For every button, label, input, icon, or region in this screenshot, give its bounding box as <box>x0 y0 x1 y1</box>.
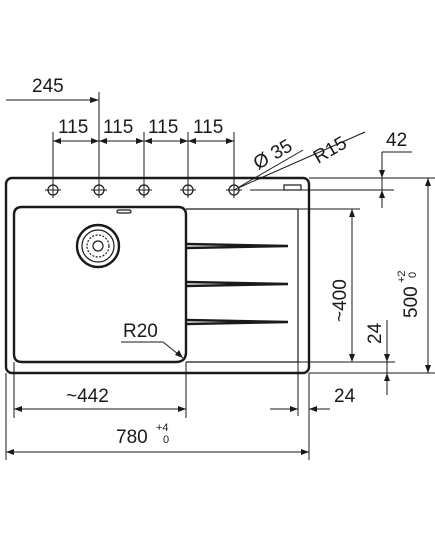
brand-badge <box>283 184 302 191</box>
drainer-groove-1 <box>185 242 289 250</box>
drain-icon <box>75 223 121 269</box>
dim-hole-spacing-2: 115 <box>103 117 133 138</box>
drainer-groove-3 <box>185 318 289 326</box>
sink-outline <box>4 176 311 375</box>
dim-hole-spacing-3: 115 <box>148 117 178 138</box>
dim-offset-left: 245 <box>32 76 64 97</box>
bowl-outline <box>12 205 188 364</box>
dim-overall-width-tol-upper: +4 <box>156 422 169 434</box>
dim-bowl-height: ~400 <box>330 279 351 322</box>
dim-drainer-gap: 24 <box>365 322 386 344</box>
dim-overall-depth-tol-lower: 0 <box>407 272 419 278</box>
overflow-slot <box>116 209 132 214</box>
dim-overall-width: 780 <box>116 427 148 448</box>
dim-overall-depth-tol-upper: +2 <box>396 270 408 283</box>
dim-hole-spacing-4: 115 <box>193 117 223 138</box>
dim-hole-diameter: Ø 35 <box>250 136 296 175</box>
drainer-groove-2 <box>185 280 289 288</box>
dim-bowl-width: ~442 <box>66 386 109 407</box>
dim-overall-depth: 500 <box>401 286 422 318</box>
dim-hole-edge-offset: 42 <box>386 130 407 151</box>
dim-overall-width-tol-lower: 0 <box>163 434 169 446</box>
dim-right-margin: 24 <box>334 386 356 407</box>
dim-bowl-radius: R20 <box>123 321 158 342</box>
dim-hole-spacing-1: 115 <box>58 117 88 138</box>
dim-hole-radius: R15 <box>310 133 351 169</box>
